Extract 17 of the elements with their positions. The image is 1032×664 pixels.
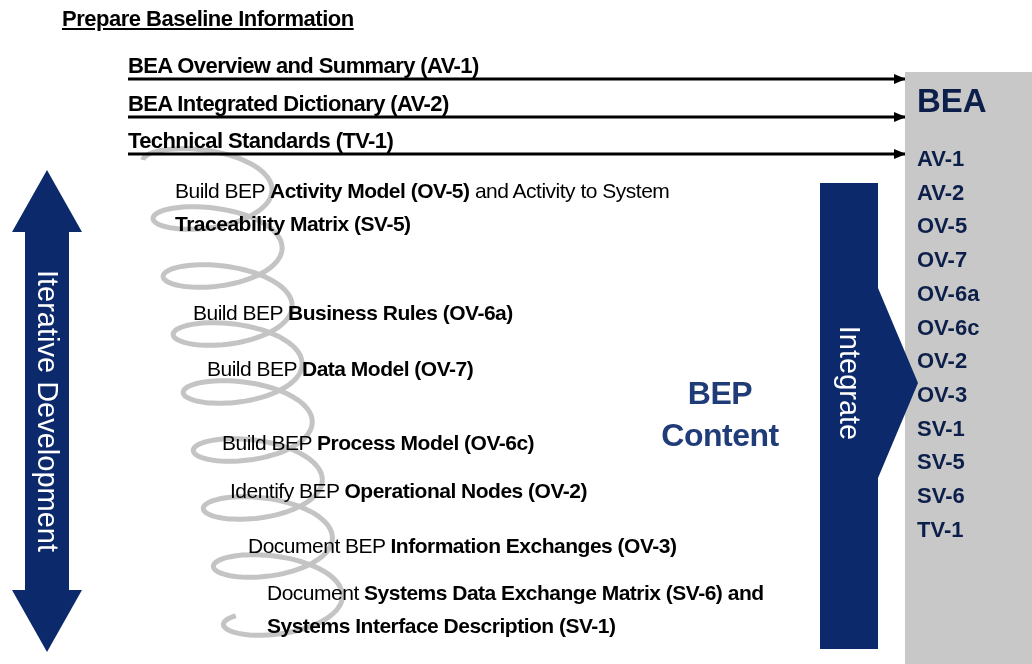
step-text: Document BEP Information Exchanges (OV-3) xyxy=(248,533,677,559)
step-text: Build BEP Activity Model (OV-5) and Activity to System Traceability Matrix (SV-5) xyxy=(175,178,671,237)
arrow xyxy=(128,112,906,122)
baseline-item: BEA Overview and Summary (AV-1) xyxy=(128,53,479,79)
list-panel: BEA AV-1 AV-2 OV-5 OV-7 OV-6a OV-6c OV-2 OV-3 SV-1 SV-5 SV-6 TV-1 xyxy=(905,72,1032,664)
step-text: Document Systems Data Exchange Matrix (SV-6) and Systems Interface Description (SV-1) xyxy=(267,580,765,639)
step-text: Identify BEP Operational Nodes (OV-2) xyxy=(230,478,587,504)
arrow xyxy=(128,149,906,159)
title: Prepare Baseline Information xyxy=(62,6,354,32)
baseline-item: Technical Standards (TV-1) xyxy=(128,128,394,154)
double-arrow: Iterative Development xyxy=(12,170,82,652)
section-label: BEP Content xyxy=(660,374,780,455)
baseline-item: BEA Integrated Dictionary (AV-2) xyxy=(128,91,449,117)
arrow xyxy=(128,74,906,84)
step-text: Build BEP Data Model (OV-7) xyxy=(207,356,474,382)
step-text: Build BEP Business Rules (OV-6a) xyxy=(193,300,513,326)
step-text: Build BEP Process Model (OV-6c) xyxy=(222,430,535,456)
